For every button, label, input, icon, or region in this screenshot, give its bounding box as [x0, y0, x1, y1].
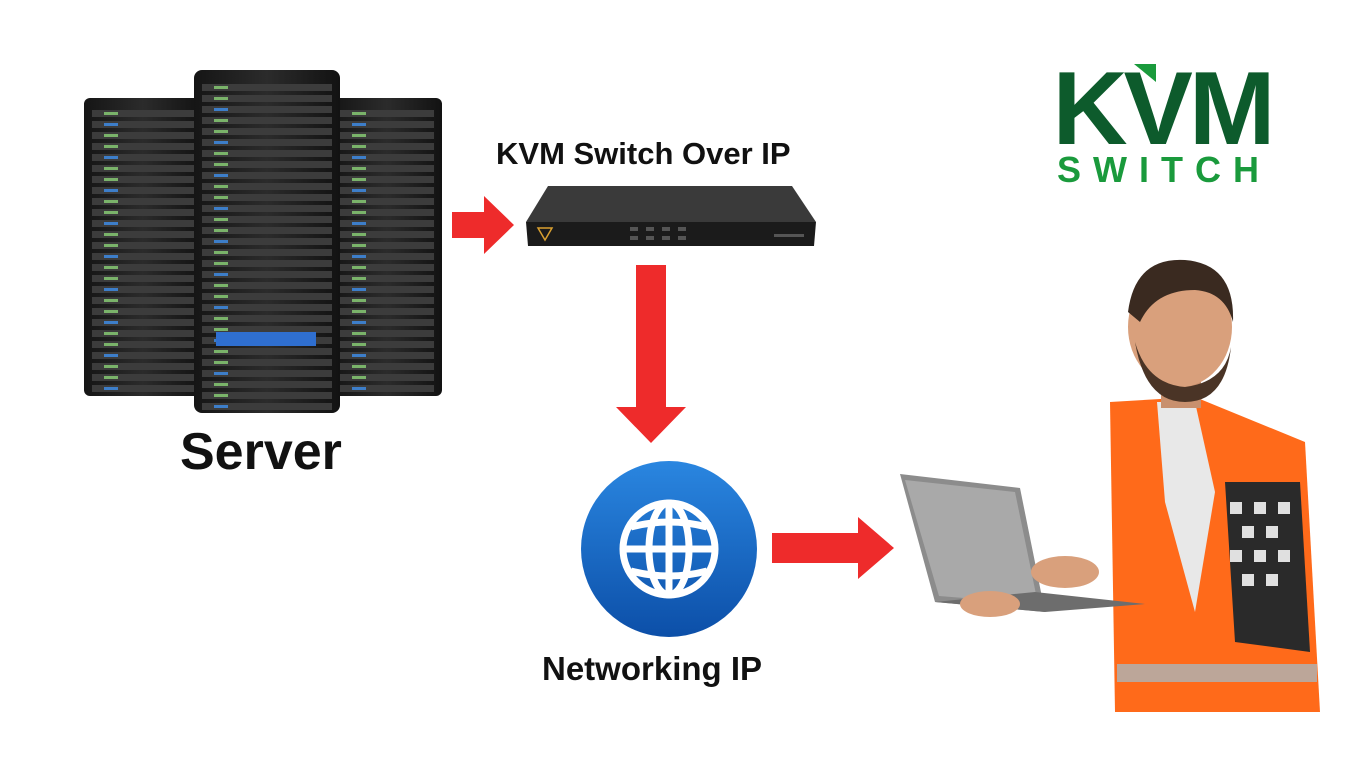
logo-word-bottom: SWITCH	[1057, 149, 1271, 190]
arrow-right-icon	[452, 196, 514, 254]
networking-ip-label: Networking IP	[542, 650, 763, 687]
kvm-switch-logo: KVM SWITCH	[1052, 51, 1275, 190]
globe-icon	[581, 461, 757, 637]
laptop-user-illustration	[900, 259, 1320, 712]
server-rack-icon	[84, 70, 442, 413]
arrow-down-icon	[616, 265, 686, 443]
logo-word-top: KVM	[1052, 51, 1271, 167]
arrow-right-icon	[772, 517, 894, 579]
kvm-switch-device-icon	[526, 186, 816, 246]
server-label: Server	[180, 423, 342, 481]
kvm-switch-label: KVM Switch Over IP	[496, 136, 791, 171]
